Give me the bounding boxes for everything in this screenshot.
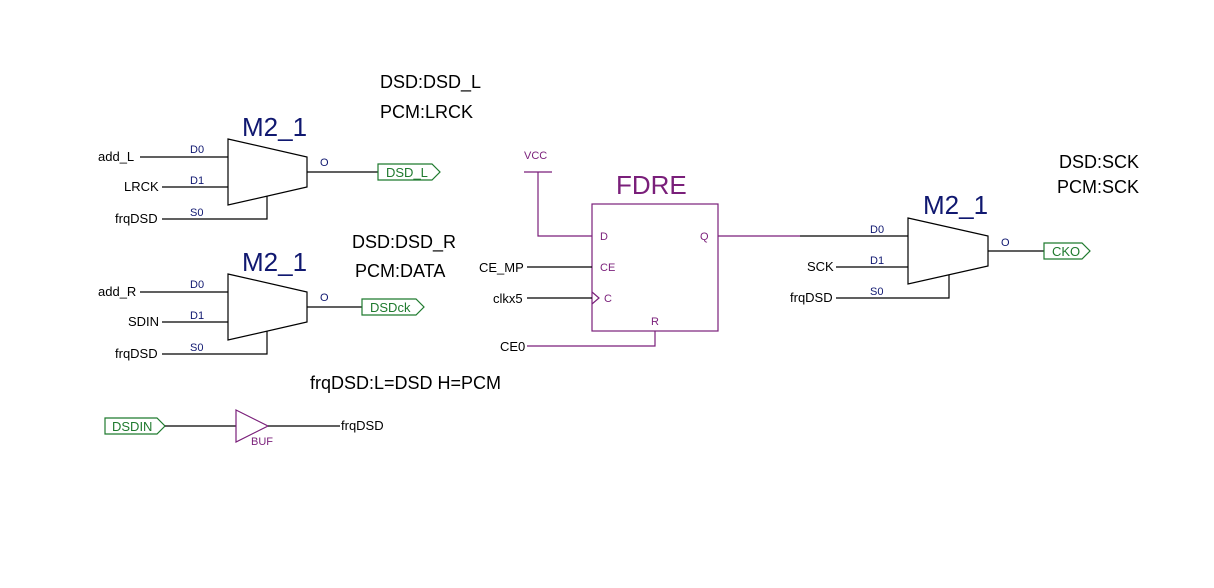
mux1-s0-wire (162, 196, 268, 220)
mux2-pin-s0: S0 (190, 342, 203, 354)
mux3-net-sck: SCK (807, 259, 834, 274)
fdre-body[interactable] (591, 203, 719, 332)
mux1-pin-d0: D0 (190, 144, 204, 156)
mux2-net-sdin: SDIN (128, 314, 159, 329)
port-cko-label: CKO (1052, 244, 1080, 259)
mux1[interactable]: M2_1 D0 D1 S0 O add_L LRCK frqDSD DSD_L (98, 112, 441, 226)
fdre[interactable]: FDRE VCC D CE C R Q CE_MP clkx5 CE0 (479, 150, 800, 354)
mux3-pin-d1: D1 (870, 255, 884, 267)
mux3-pin-d0: D0 (870, 224, 884, 236)
port-dsdin-shape[interactable] (104, 417, 166, 435)
mux2-s0-wire (162, 331, 268, 355)
note-mux1-pcm: PCM:LRCK (380, 102, 473, 122)
fdre-pin-r: R (651, 316, 659, 328)
mux3-pin-o: O (1001, 237, 1010, 249)
mux3-title: M2_1 (923, 190, 988, 220)
note-mux3-pcm: PCM:SCK (1057, 177, 1139, 197)
port-dsd-l[interactable]: DSD_L (377, 163, 441, 181)
fdre-pin-q: Q (700, 231, 709, 243)
mux2[interactable]: M2_1 D0 D1 S0 O add_R SDIN frqDSD DSDck (98, 247, 425, 361)
buf-body[interactable] (235, 409, 270, 443)
mux2-net-frqdsd: frqDSD (115, 346, 158, 361)
port-dsdin-label: DSDIN (112, 419, 152, 434)
fdre-net-ce-mp: CE_MP (479, 260, 524, 275)
mux2-pin-o: O (320, 292, 329, 304)
mux3-s0-wire (836, 275, 950, 299)
note-mux3-dsd: DSD:SCK (1059, 152, 1139, 172)
port-dsdck-shape[interactable] (361, 298, 425, 316)
note-mux2-dsd: DSD:DSD_R (352, 232, 456, 253)
mux2-net-add-r: add_R (98, 284, 136, 299)
mux1-net-frqdsd: frqDSD (115, 211, 158, 226)
mux3-body[interactable] (907, 217, 989, 285)
note-mux2-pcm: PCM:DATA (355, 261, 445, 281)
mux3[interactable]: M2_1 D0 D1 S0 O SCK frqDSD CKO (790, 190, 1091, 305)
mux2-pin-d0: D0 (190, 279, 204, 291)
mux1-net-lrck: LRCK (124, 179, 159, 194)
mux1-pin-o: O (320, 157, 329, 169)
mux2-title: M2_1 (242, 247, 307, 277)
mux2-body[interactable] (227, 273, 308, 341)
buf-label: BUF (251, 436, 273, 448)
fdre-net-ce0: CE0 (500, 339, 525, 354)
mux1-pin-s0: S0 (190, 207, 203, 219)
fdre-net-clkx5: clkx5 (493, 291, 523, 306)
buf-net-frqdsd: frqDSD (341, 418, 384, 433)
fdre-pin-d: D (600, 231, 608, 243)
port-dsdck[interactable]: DSDck (361, 298, 425, 316)
port-cko[interactable]: CKO (1043, 242, 1091, 260)
mux3-net-frqdsd: frqDSD (790, 290, 833, 305)
port-dsd-l-label: DSD_L (386, 165, 428, 180)
fdre-title: FDRE (616, 170, 687, 200)
mux1-net-add-l: add_L (98, 149, 134, 164)
port-dsdck-label: DSDck (370, 300, 411, 315)
mux1-pin-d1: D1 (190, 175, 204, 187)
fdre-pin-c: C (604, 293, 612, 305)
mux1-body[interactable] (227, 138, 308, 206)
fdre-pin-ce: CE (600, 262, 615, 274)
mux3-pin-s0: S0 (870, 286, 883, 298)
port-dsd-l-shape[interactable] (377, 163, 441, 181)
note-mux1-dsd: DSD:DSD_L (380, 72, 481, 93)
mux2-pin-d1: D1 (190, 310, 204, 322)
vcc-label: VCC (524, 150, 547, 162)
buffer[interactable]: DSDIN BUF frqDSD (104, 409, 384, 448)
fdre-d-wire (537, 172, 592, 237)
port-dsdin[interactable]: DSDIN (104, 417, 166, 435)
note-frqdsd: frqDSD:L=DSD H=PCM (310, 373, 501, 393)
fdre-r-wire (527, 331, 656, 347)
port-cko-shape[interactable] (1043, 242, 1091, 260)
fdre-clock-marker (591, 291, 600, 305)
mux1-title: M2_1 (242, 112, 307, 142)
